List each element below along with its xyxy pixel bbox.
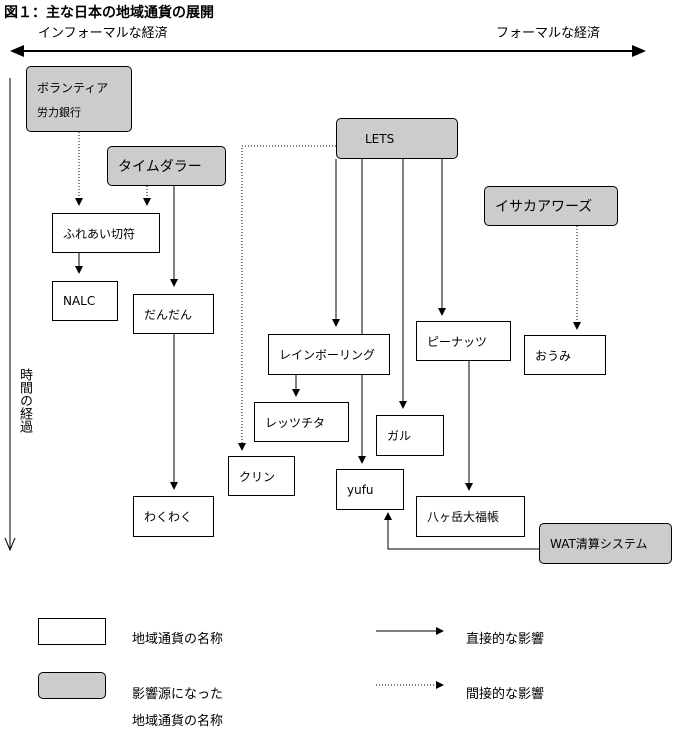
legend-indirect-label: 間接的な影響 — [466, 687, 545, 702]
legend-source-label-line2: 地域通貨の名称 — [132, 714, 224, 729]
legend-source-label-line1: 影響源になった — [132, 687, 224, 702]
legend-source-swatch — [38, 672, 106, 699]
node-wakuwaku: わくわく — [133, 496, 214, 537]
node-yufu: yufu — [336, 469, 404, 510]
node-wat-clearing-system: WAT清算システム — [539, 523, 672, 564]
node-ithaca-hours: イサカアワーズ — [484, 186, 618, 226]
legend-currency-label: 地域通貨の名称 — [132, 632, 224, 647]
node-letschita: レッツチタ — [254, 402, 349, 442]
node-volunteer-label: ボランティア — [37, 80, 109, 95]
legend-currency-swatch — [38, 618, 106, 645]
legend-direct-label: 直接的な影響 — [466, 632, 545, 647]
node-labor-bank-label: 労力銀行 — [37, 105, 81, 119]
node-nalc: NALC — [52, 281, 118, 321]
formality-scale-arrow — [10, 45, 646, 57]
arrow-wat-to-yufu — [384, 512, 539, 550]
node-time-dollar: タイムダラー — [107, 146, 226, 186]
node-peanuts: ピーナッツ — [416, 321, 511, 361]
time-axis-label: 時間の経過 — [17, 368, 32, 433]
time-axis-arrow — [4, 78, 16, 552]
node-fureai-kippu: ふれあい切符 — [52, 213, 160, 253]
node-rainbow-ring: レインボーリング — [268, 334, 390, 375]
arrow-lets-to-kurin — [238, 145, 336, 451]
node-oumi: おうみ — [524, 335, 606, 375]
node-volunteer-labor-bank: ボランティア 労力銀行 — [26, 66, 132, 132]
node-kurin: クリン — [228, 456, 295, 496]
node-lets: LETS — [336, 118, 458, 159]
figure-title: 図１：主な日本の地域通貨の展開 — [4, 5, 214, 21]
informal-economy-label: インフォーマルな経済 — [38, 26, 168, 41]
formal-economy-label: フォーマルな経済 — [496, 26, 601, 41]
node-garu: ガル — [376, 415, 444, 456]
node-dandan: だんだん — [133, 294, 214, 334]
node-yatsugatake-daifukucho: 八ヶ岳大福帳 — [416, 496, 525, 537]
